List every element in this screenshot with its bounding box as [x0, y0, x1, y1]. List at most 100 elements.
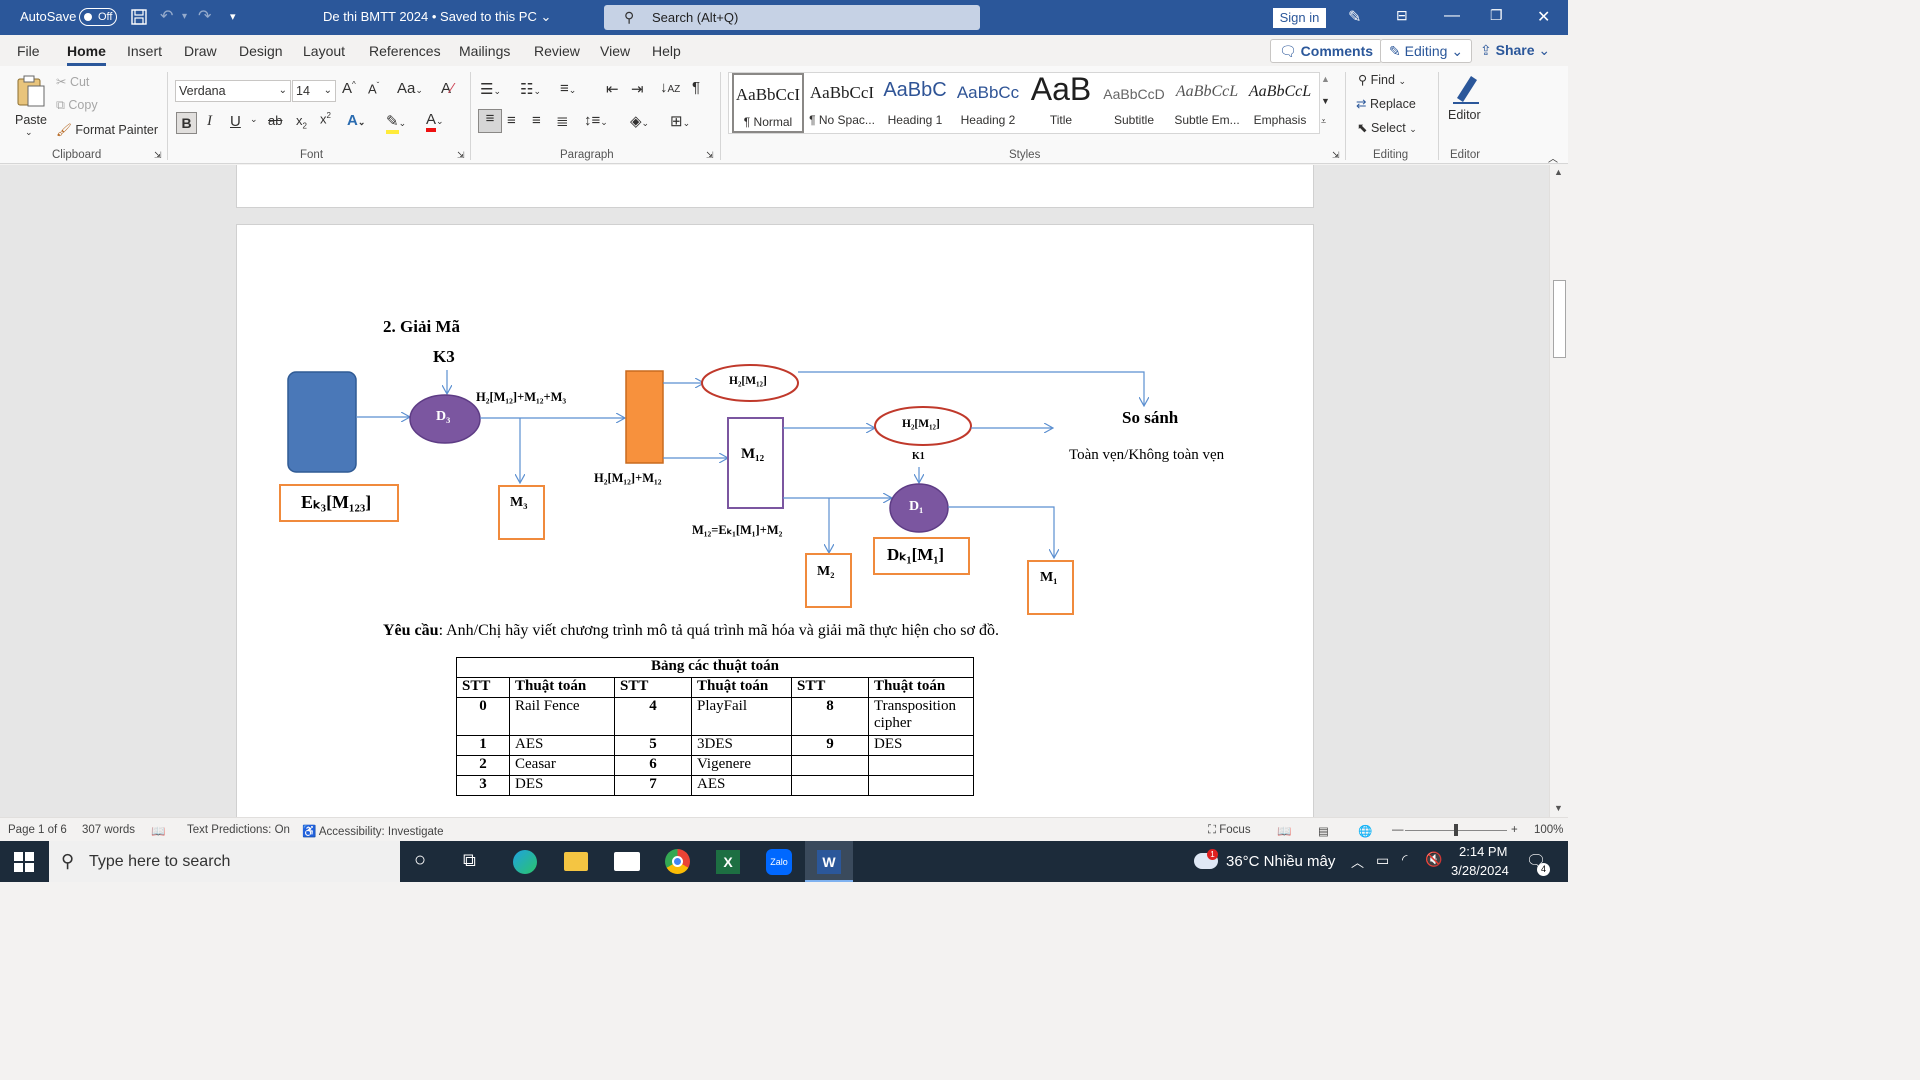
tab-references[interactable]: References [369, 43, 441, 59]
tab-view[interactable]: View [600, 43, 631, 59]
document-title[interactable]: De thi BMTT 2024 • Saved to this PC ⌄ [323, 9, 552, 24]
pen-icon[interactable]: ✎ [1348, 9, 1362, 26]
italic-button[interactable]: I [207, 113, 212, 129]
word-taskbar-button[interactable]: W [805, 841, 853, 882]
taskbar-search[interactable]: ⚲ Type here to search [49, 841, 400, 882]
undo-icon[interactable]: ↶ [160, 8, 174, 25]
decrease-indent-icon[interactable]: ⇤ [606, 81, 619, 98]
accessibility-status[interactable]: ♿ Accessibility: Investigate [302, 826, 444, 838]
strikethrough-button[interactable]: ab [268, 113, 283, 128]
format-painter-button[interactable]: 🖌 Format Painter [56, 123, 159, 137]
styles-more-icon[interactable]: ⩡ [1321, 116, 1327, 126]
cut-button[interactable]: ✂ Cut [56, 75, 90, 89]
styles-scroll-up-icon[interactable]: ▲ [1321, 74, 1330, 84]
edge-icon[interactable] [513, 850, 537, 874]
tab-design[interactable]: Design [239, 43, 283, 59]
tab-review[interactable]: Review [534, 43, 580, 59]
editor-button[interactable]: Editor [1446, 72, 1486, 132]
line-spacing-icon[interactable]: ↕≡⌄ [584, 112, 608, 129]
paste-button[interactable]: Paste ⌄ [12, 72, 48, 137]
borders-icon[interactable]: ⊞⌄ [670, 113, 691, 130]
styles-launcher-icon[interactable]: ⇲ [1332, 150, 1340, 160]
underline-button[interactable]: U [230, 113, 241, 130]
highlight-icon[interactable]: ✎⌄ [386, 112, 406, 134]
share-button[interactable]: ⇪ Share ⌄ [1480, 42, 1551, 58]
autosave-toggle[interactable]: Off [79, 8, 117, 26]
grow-font-icon[interactable]: A^ [342, 80, 356, 97]
scrollbar-thumb[interactable] [1553, 280, 1566, 358]
scroll-down-icon[interactable]: ▼ [1554, 803, 1563, 813]
print-layout-icon[interactable]: ▤ [1318, 826, 1329, 838]
wifi-icon[interactable]: ◜ [1402, 851, 1408, 867]
scroll-up-icon[interactable]: ▲ [1554, 167, 1563, 177]
underline-dropdown-icon[interactable]: ⌄ [250, 114, 258, 124]
font-launcher-icon[interactable]: ⇲ [457, 150, 465, 160]
tab-help[interactable]: Help [652, 43, 681, 59]
style-heading-2[interactable]: AaBbCc Heading 2 [952, 73, 1024, 133]
focus-button[interactable]: ⛶ Focus [1208, 824, 1251, 836]
style-emphasis[interactable]: AaBbCcL Emphasis [1244, 73, 1316, 133]
task-view-icon[interactable]: ⧉ [463, 850, 476, 870]
style-subtle-emphasis[interactable]: AaBbCcL Subtle Em... [1171, 73, 1243, 133]
excel-icon[interactable]: X [716, 850, 740, 874]
weather-text[interactable]: 36°C Nhiều mây [1226, 853, 1336, 870]
network-device-icon[interactable]: ▭ [1376, 852, 1390, 868]
zoom-level[interactable]: 100% [1534, 824, 1564, 836]
zalo-icon[interactable]: Zalo [766, 849, 792, 875]
clock-date[interactable]: 3/28/2024 [1451, 863, 1509, 878]
font-size-select[interactable]: 14⌄ [292, 80, 336, 102]
styles-scroll-down-icon[interactable]: ▼ [1321, 96, 1330, 106]
style-normal[interactable]: AaBbCcI ¶ Normal [732, 73, 804, 133]
clear-formatting-icon[interactable]: A⁄ [441, 80, 454, 97]
save-icon[interactable] [130, 8, 148, 31]
mail-icon[interactable] [614, 852, 640, 871]
chevron-up-icon[interactable]: ︿ [1351, 855, 1365, 870]
superscript-button[interactable]: x2 [320, 111, 331, 127]
style-subtitle[interactable]: AaBbCcD Subtitle [1098, 73, 1170, 133]
select-button[interactable]: ⬉ Select ⌄ [1357, 121, 1417, 135]
tab-home[interactable]: Home [67, 43, 106, 66]
zoom-slider-thumb[interactable] [1454, 824, 1458, 836]
paragraph-launcher-icon[interactable]: ⇲ [706, 150, 714, 160]
volume-muted-icon[interactable]: 🔇 [1425, 851, 1443, 867]
windows-start-icon[interactable] [14, 852, 34, 872]
shading-icon[interactable]: ◈⌄ [630, 113, 650, 130]
search-box[interactable]: ⚲ Search (Alt+Q) [604, 5, 980, 30]
align-left-icon[interactable]: ≡ [478, 109, 502, 133]
restore-icon[interactable]: ❐ [1490, 7, 1503, 23]
increase-indent-icon[interactable]: ⇥ [631, 81, 644, 98]
comments-button[interactable]: 🗨 Comments [1270, 39, 1383, 63]
word-count[interactable]: 307 words [82, 824, 136, 836]
chrome-icon[interactable] [665, 849, 690, 874]
zoom-in-icon[interactable]: + [1511, 824, 1518, 836]
show-marks-icon[interactable]: ¶ [692, 79, 701, 96]
text-predictions[interactable]: Text Predictions: On [187, 824, 290, 836]
numbering-icon[interactable]: ☷⌄ [520, 81, 541, 98]
tab-insert[interactable]: Insert [127, 43, 163, 59]
tab-file[interactable]: File [17, 43, 40, 59]
undo-dropdown-icon[interactable]: ▾ [182, 11, 188, 22]
zoom-out-icon[interactable]: — [1392, 824, 1404, 836]
justify-icon[interactable]: ≣ [556, 113, 569, 130]
bullets-icon[interactable]: ☰⌄ [480, 81, 501, 98]
close-icon[interactable]: ✕ [1537, 9, 1551, 26]
shrink-font-icon[interactable]: Aˇ [368, 81, 380, 97]
cortana-icon[interactable]: ○ [414, 849, 427, 871]
read-mode-icon[interactable]: 📖 [1277, 826, 1292, 838]
text-effects-icon[interactable]: A⌄ [347, 112, 366, 129]
page-count[interactable]: Page 1 of 6 [8, 824, 67, 836]
subscript-button[interactable]: x2 [296, 113, 307, 131]
font-family-select[interactable]: Verdana⌄ [175, 80, 291, 102]
web-layout-icon[interactable]: 🌐 [1358, 826, 1373, 838]
redo-icon[interactable]: ↷ [198, 8, 212, 25]
align-center-icon[interactable]: ≡ [507, 112, 516, 129]
align-right-icon[interactable]: ≡ [532, 112, 541, 129]
vertical-scrollbar[interactable]: ▲ ▼ [1549, 165, 1568, 817]
clipboard-launcher-icon[interactable]: ⇲ [154, 150, 162, 160]
proofing-icon[interactable]: 📖 [151, 826, 166, 838]
multilevel-list-icon[interactable]: ≡⌄ [560, 80, 577, 97]
tab-mailings[interactable]: Mailings [459, 43, 511, 59]
font-color-icon[interactable]: A⌄ [426, 111, 444, 132]
copy-button[interactable]: ⧉ Copy [56, 98, 98, 112]
editing-mode-button[interactable]: ✎ Editing ⌄ [1380, 39, 1473, 63]
